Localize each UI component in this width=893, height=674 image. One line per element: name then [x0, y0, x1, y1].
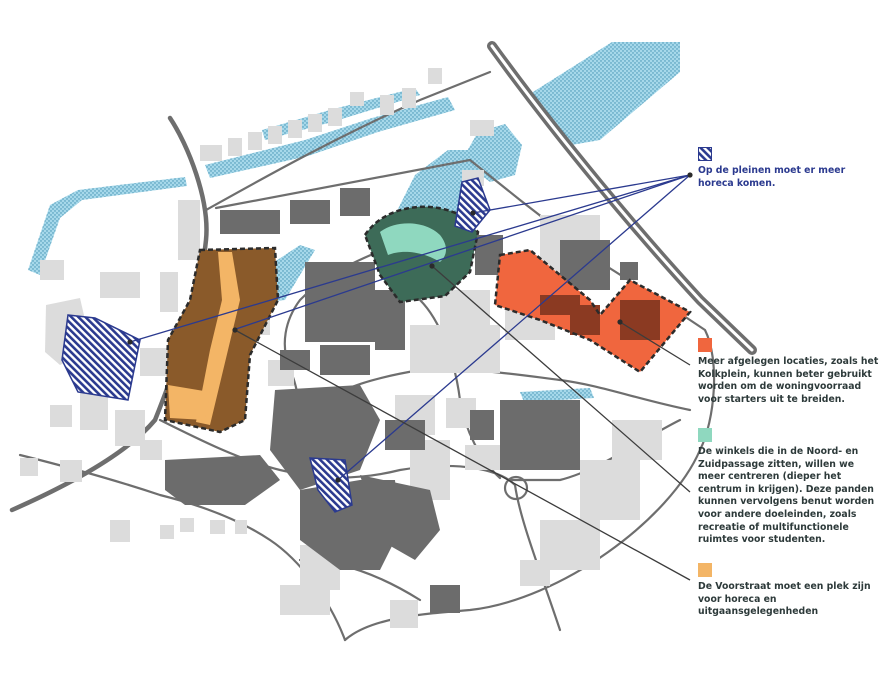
amber-swatch-icon [698, 563, 712, 577]
hatch-swatch-icon [698, 147, 712, 161]
horeca-squares [61, 177, 491, 513]
legend-text-afgelegen: Meer afgelegen locaties, zoals het Kolkp… [698, 356, 879, 405]
light-buildings [20, 68, 662, 628]
orange-swatch-icon [698, 338, 712, 352]
legend-item-afgelegen: Meer afgelegen locaties, zoals het Kolkp… [698, 338, 883, 406]
dark-buildings [165, 188, 638, 613]
voorstraat-area [163, 246, 280, 434]
leader-lines [127, 172, 693, 581]
legend-item-voorstraat: De Voorstraat moet een plek zijn voor ho… [698, 563, 883, 619]
mint-swatch-icon [698, 428, 712, 442]
legend-item-pleinen: Op de pleinen moet er meer horeca komen. [698, 147, 883, 190]
legend-text-winkels: De winkels die in de Noord- en Zuidpassa… [698, 446, 875, 546]
legend-text-voorstraat: De Voorstraat moet een plek zijn voor ho… [698, 581, 871, 618]
woningvoorraad-area [493, 248, 692, 374]
legend-text-pleinen: Op de pleinen moet er meer horeca komen. [698, 165, 846, 189]
legend-item-winkels: De winkels die in de Noord- en Zuidpassa… [698, 428, 883, 547]
